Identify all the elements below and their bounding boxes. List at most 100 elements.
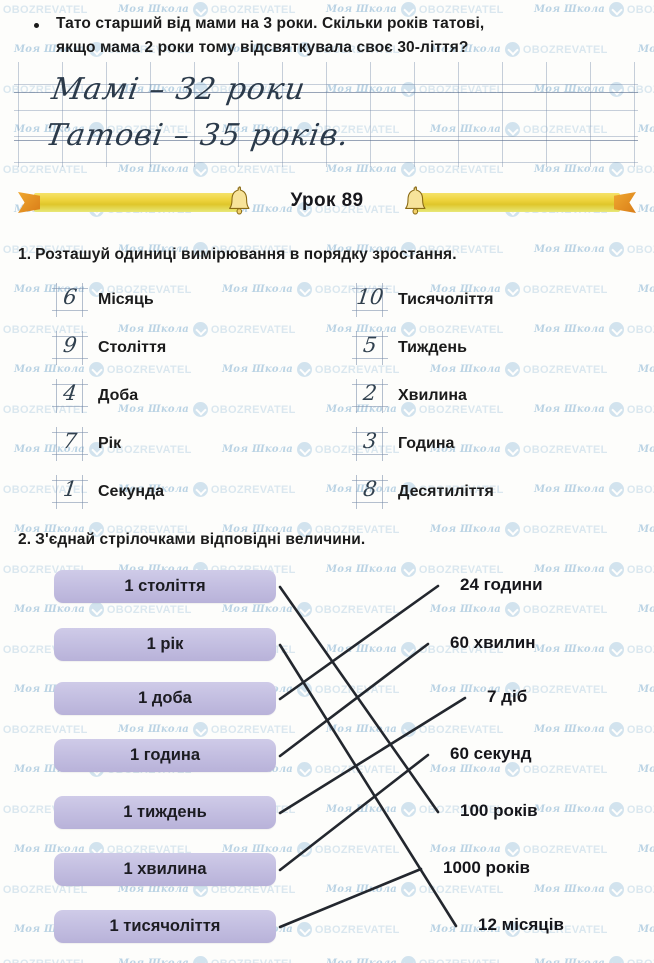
matching-value-right[interactable]: 60 секунд [450, 744, 532, 763]
unit-order-row: 4 Доба [52, 377, 138, 415]
matching-chip-left[interactable]: 1 хвилина [54, 853, 276, 886]
grid-lines [14, 62, 638, 167]
matching-chip-label: 1 тиждень [123, 803, 207, 821]
handwritten-answer-number: 5 [361, 333, 379, 357]
lesson-title: Урок 89 [290, 190, 364, 211]
cell-grid [52, 427, 88, 461]
exercise-1-heading: 1.Розташуй одиниці вимірювання в порядку… [18, 246, 457, 264]
matching-value-right[interactable]: 100 років [460, 801, 538, 820]
answer-cell[interactable]: 8 [352, 475, 388, 509]
unit-label: Століття [98, 339, 167, 356]
handwritten-answer-number: 6 [61, 285, 79, 309]
unit-label: Тисячоліття [398, 291, 494, 308]
handwritten-answer-number: 4 [61, 381, 79, 405]
unit-label: Місяць [98, 291, 154, 308]
unit-order-row: 2 Хвилина [352, 377, 467, 415]
unit-label: Рік [98, 435, 122, 452]
cell-grid [52, 283, 88, 317]
answer-cell[interactable]: 4 [52, 379, 88, 413]
answer-cell[interactable]: 1 [52, 475, 88, 509]
matching-chip-left[interactable]: 1 тисячоліття [54, 910, 276, 943]
handwritten-answer-line-2: Татові – 35 років. [43, 118, 352, 153]
bell-icon [405, 186, 426, 215]
exercise-1-number: 1. [18, 246, 32, 263]
matching-chip-left[interactable]: 1 година [54, 739, 276, 772]
answer-cell[interactable]: 7 [52, 427, 88, 461]
handwriting-grid-area: Мамі – 32 роки Татові – 35 років. [14, 62, 638, 167]
connector-line [278, 642, 430, 758]
matching-chip-left[interactable]: 1 рік [54, 628, 276, 661]
matching-value-right[interactable]: 7 діб [487, 687, 528, 706]
handwritten-answer-number: 2 [361, 381, 379, 405]
connector-line [278, 643, 458, 928]
unit-label: Тиждень [398, 339, 467, 356]
lesson-banner: Урок 89 [18, 186, 636, 216]
matching-chip-label: 1 століття [124, 577, 206, 595]
unit-label: Десятиліття [398, 483, 494, 500]
answer-cell[interactable]: 9 [52, 331, 88, 365]
cell-grid [52, 475, 88, 509]
matching-chip-left[interactable]: 1 століття [54, 570, 276, 603]
answer-cell[interactable]: 6 [52, 283, 88, 317]
answer-cell[interactable]: 10 [352, 283, 388, 317]
bell-icon [229, 186, 250, 215]
matching-value-right[interactable]: 60 хвилин [450, 633, 536, 652]
answer-cell[interactable]: 5 [352, 331, 388, 365]
connector-line [278, 753, 430, 872]
matching-value-right[interactable]: 12 місяців [478, 915, 564, 934]
problem-line-1: Тато старший від мами на 3 роки. Скільки… [56, 15, 485, 32]
problem-statement: Тато старший від мами на 3 роки. Скільки… [34, 12, 634, 60]
ribbon-tip-right [614, 192, 636, 213]
problem-line-2: якщо мама 2 роки тому відсвяткувала своє… [56, 39, 469, 56]
cell-grid [352, 331, 388, 365]
unit-order-row: 10 Тисячоліття [352, 281, 494, 319]
handwritten-answer-number: 1 [61, 477, 79, 501]
unit-label: Доба [98, 387, 139, 404]
handwritten-answer-number: 9 [61, 333, 79, 357]
matching-chip-label: 1 рік [146, 635, 184, 653]
handwritten-answer-number: 7 [61, 429, 79, 453]
cell-grid [52, 379, 88, 413]
exercise-1-heading-text: Розташуй одиниці вимірювання в порядку з… [35, 246, 457, 263]
handwritten-answer-number: 3 [361, 429, 379, 453]
unit-order-row: 5 Тиждень [352, 329, 467, 367]
matching-chip-label: 1 хвилина [123, 860, 207, 878]
cell-grid [352, 379, 388, 413]
handwritten-answer-number: 8 [361, 477, 379, 501]
rule-line-2 [14, 140, 638, 141]
unit-order-row: 1 Секунда [52, 473, 164, 511]
cell-grid [352, 283, 388, 317]
ribbon-tip-left [18, 192, 40, 213]
connector-line [278, 867, 423, 929]
bullet-icon [34, 23, 39, 28]
matching-value-right[interactable]: 24 години [460, 575, 543, 594]
exercise-2-heading: 2.З'єднай стрілочками відповідні величин… [18, 531, 365, 549]
matching-chip-left[interactable]: 1 тиждень [54, 796, 276, 829]
connector-line [278, 584, 440, 701]
matching-value-right[interactable]: 1000 років [443, 858, 530, 877]
unit-label: Секунда [98, 483, 165, 500]
matching-chip-label: 1 доба [138, 689, 192, 707]
handwritten-answer-line-1: Мамі – 32 роки [49, 72, 309, 107]
unit-order-row: 6 Місяць [52, 281, 154, 319]
cell-grid [52, 331, 88, 365]
unit-order-row: 8 Десятиліття [352, 473, 494, 511]
answer-cell[interactable]: 3 [352, 427, 388, 461]
ribbon-bar-left [34, 193, 240, 212]
unit-order-row: 7 Рік [52, 425, 121, 463]
unit-label: Хвилина [398, 387, 467, 404]
matching-chip-label: 1 година [129, 746, 201, 764]
problem-text: Тато старший від мами на 3 роки. Скільки… [56, 12, 634, 60]
cell-grid [352, 475, 388, 509]
matching-chip-left[interactable]: 1 доба [54, 682, 276, 715]
connector-line [278, 585, 440, 814]
unit-order-row: 9 Століття [52, 329, 166, 367]
exercise-2-number: 2. [18, 531, 32, 548]
handwritten-answer-number: 10 [355, 285, 385, 309]
answer-cell[interactable]: 2 [352, 379, 388, 413]
cell-grid [352, 427, 388, 461]
exercise-2-heading-text: З'єднай стрілочками відповідні величини. [35, 531, 366, 548]
